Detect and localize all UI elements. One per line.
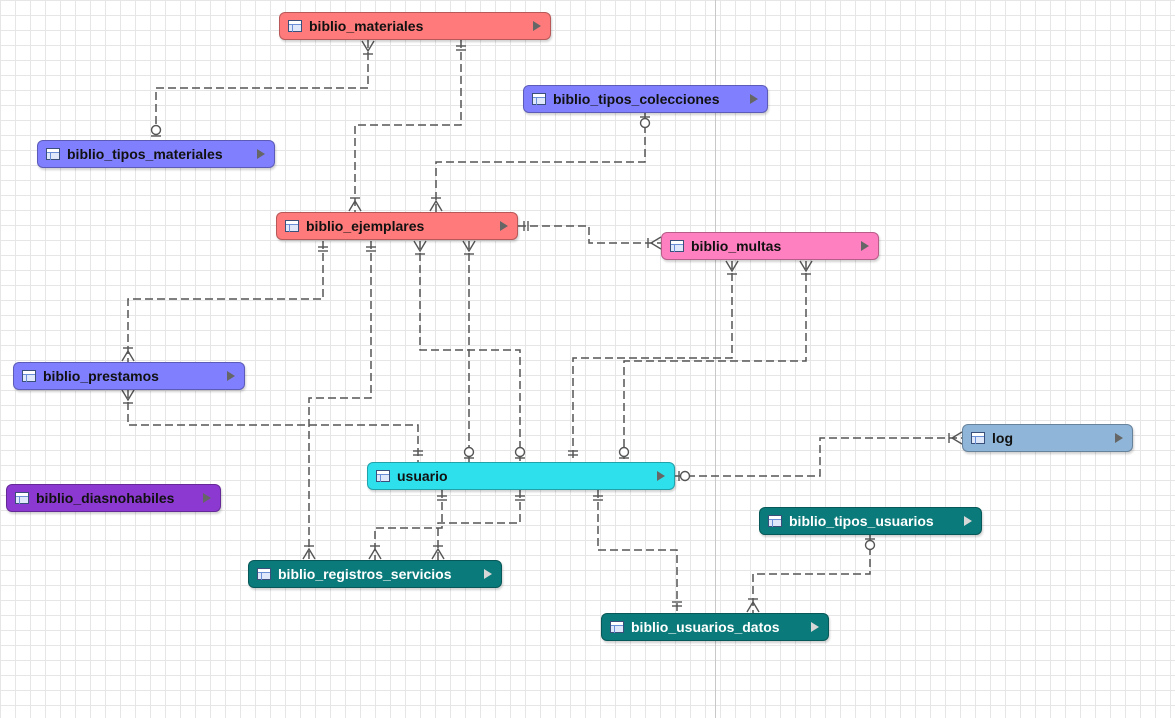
relationship-line [374, 490, 443, 560]
entity-biblio-materiales[interactable]: biblio_materiales [279, 12, 551, 40]
crow-foot-mark [348, 199, 362, 212]
table-icon [285, 220, 299, 232]
table-icon [22, 370, 36, 382]
expand-arrow-icon[interactable] [257, 149, 265, 159]
expand-arrow-icon[interactable] [227, 371, 235, 381]
entity-label: biblio_tipos_materiales [67, 146, 223, 162]
table-icon [768, 515, 782, 527]
relationship-line [437, 490, 521, 560]
expand-arrow-icon[interactable] [203, 493, 211, 503]
entity-label: biblio_diasnohabiles [36, 490, 175, 506]
relationship-line [623, 261, 807, 462]
relationship-line [675, 437, 962, 477]
crow-foot-mark [413, 240, 427, 253]
crow-foot-mark [121, 349, 135, 362]
table-icon [532, 93, 546, 105]
relationship-line [308, 241, 372, 560]
entity-label: biblio_materiales [309, 18, 424, 34]
crow-foot-mark [746, 600, 760, 613]
page-boundary-line [715, 0, 716, 718]
cardinality-circle [639, 117, 651, 129]
table-icon [971, 432, 985, 444]
table-icon [610, 621, 624, 633]
table-icon [670, 240, 684, 252]
entity-biblio-tipos-materiales[interactable]: biblio_tipos_materiales [37, 140, 275, 168]
table-icon [46, 148, 60, 160]
crow-foot-mark [121, 389, 135, 402]
expand-arrow-icon[interactable] [1115, 433, 1123, 443]
relationship-line [597, 490, 678, 613]
crow-foot-mark [302, 547, 316, 560]
crow-foot-mark [429, 199, 443, 212]
entity-biblio-multas[interactable]: biblio_multas [661, 232, 879, 260]
table-icon [257, 568, 271, 580]
crow-foot-mark [799, 260, 813, 273]
table-icon [15, 492, 29, 504]
entity-label: usuario [397, 468, 448, 484]
crow-foot-mark [725, 260, 739, 273]
crow-foot-mark [361, 40, 375, 53]
expand-arrow-icon[interactable] [533, 21, 541, 31]
cardinality-circle [150, 124, 162, 136]
relationship-line [419, 241, 521, 462]
entity-biblio-prestamos[interactable]: biblio_prestamos [13, 362, 245, 390]
crow-foot-mark [462, 240, 476, 253]
entity-biblio-ejemplares[interactable]: biblio_ejemplares [276, 212, 518, 240]
entity-label: biblio_usuarios_datos [631, 619, 780, 635]
expand-arrow-icon[interactable] [750, 94, 758, 104]
entity-label: biblio_tipos_colecciones [553, 91, 720, 107]
crow-foot-mark [368, 547, 382, 560]
entity-biblio-registros-servicios[interactable]: biblio_registros_servicios [248, 560, 502, 588]
crow-foot-mark [649, 236, 662, 250]
table-icon [376, 470, 390, 482]
relationship-line [752, 535, 871, 613]
cardinality-circle [618, 446, 630, 458]
entity-label: biblio_ejemplares [306, 218, 425, 234]
relationship-line [435, 113, 646, 212]
entity-biblio-diasnohabiles[interactable]: biblio_diasnohabiles [6, 484, 221, 512]
expand-arrow-icon[interactable] [861, 241, 869, 251]
relationship-line [354, 40, 462, 212]
expand-arrow-icon[interactable] [500, 221, 508, 231]
entity-label: biblio_multas [691, 238, 782, 254]
crow-foot-mark [431, 547, 445, 560]
entity-label: log [992, 430, 1013, 446]
cardinality-circle [463, 446, 475, 458]
table-icon [288, 20, 302, 32]
relationship-line [127, 241, 324, 362]
expand-arrow-icon[interactable] [484, 569, 492, 579]
relationship-line [572, 261, 733, 462]
expand-arrow-icon[interactable] [811, 622, 819, 632]
relationship-line [518, 225, 661, 244]
relationship-line [127, 390, 419, 462]
expand-arrow-icon[interactable] [964, 516, 972, 526]
relationship-line [155, 40, 369, 131]
entity-biblio-tipos-usuarios[interactable]: biblio_tipos_usuarios [759, 507, 982, 535]
cardinality-circle [864, 539, 876, 551]
crow-foot-mark [950, 431, 963, 445]
entity-biblio-tipos-colecciones[interactable]: biblio_tipos_colecciones [523, 85, 768, 113]
cardinality-circle [679, 470, 691, 482]
entity-label: biblio_tipos_usuarios [789, 513, 934, 529]
cardinality-circle [514, 446, 526, 458]
entity-log[interactable]: log [962, 424, 1133, 452]
entity-biblio-usuarios-datos[interactable]: biblio_usuarios_datos [601, 613, 829, 641]
expand-arrow-icon[interactable] [657, 471, 665, 481]
entity-label: biblio_registros_servicios [278, 566, 452, 582]
entity-usuario[interactable]: usuario [367, 462, 675, 490]
entity-label: biblio_prestamos [43, 368, 159, 384]
